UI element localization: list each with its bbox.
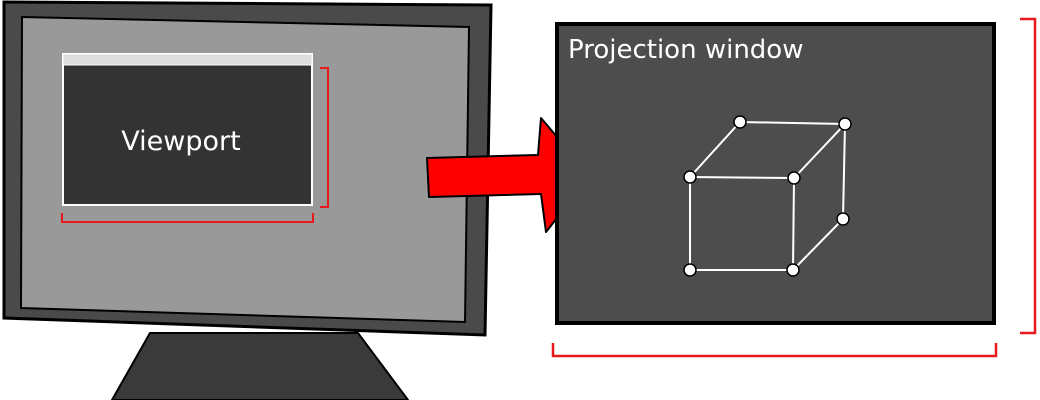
cube-vertex <box>786 263 800 277</box>
cube-vertices <box>683 115 852 277</box>
projection-width-bracket <box>551 343 998 358</box>
monitor-stand <box>110 332 410 400</box>
wireframe-cube-icon <box>689 121 846 271</box>
cube-vertex <box>836 212 850 226</box>
projection-window: Projection window <box>555 22 996 325</box>
cube-vertex <box>683 170 697 184</box>
cube-vertex <box>733 115 747 129</box>
viewport-title-bar <box>62 53 313 66</box>
viewport-label: Viewport <box>121 126 240 157</box>
cube-vertex <box>838 117 852 131</box>
projection-height-bracket <box>1020 17 1037 335</box>
projection-window-label: Projection window <box>568 35 803 65</box>
cube-vertex <box>787 171 801 185</box>
viewport-window: Viewport <box>62 53 313 206</box>
viewport-width-bracket <box>61 213 314 223</box>
cube-vertex <box>683 263 697 277</box>
viewport-height-bracket <box>320 67 329 208</box>
